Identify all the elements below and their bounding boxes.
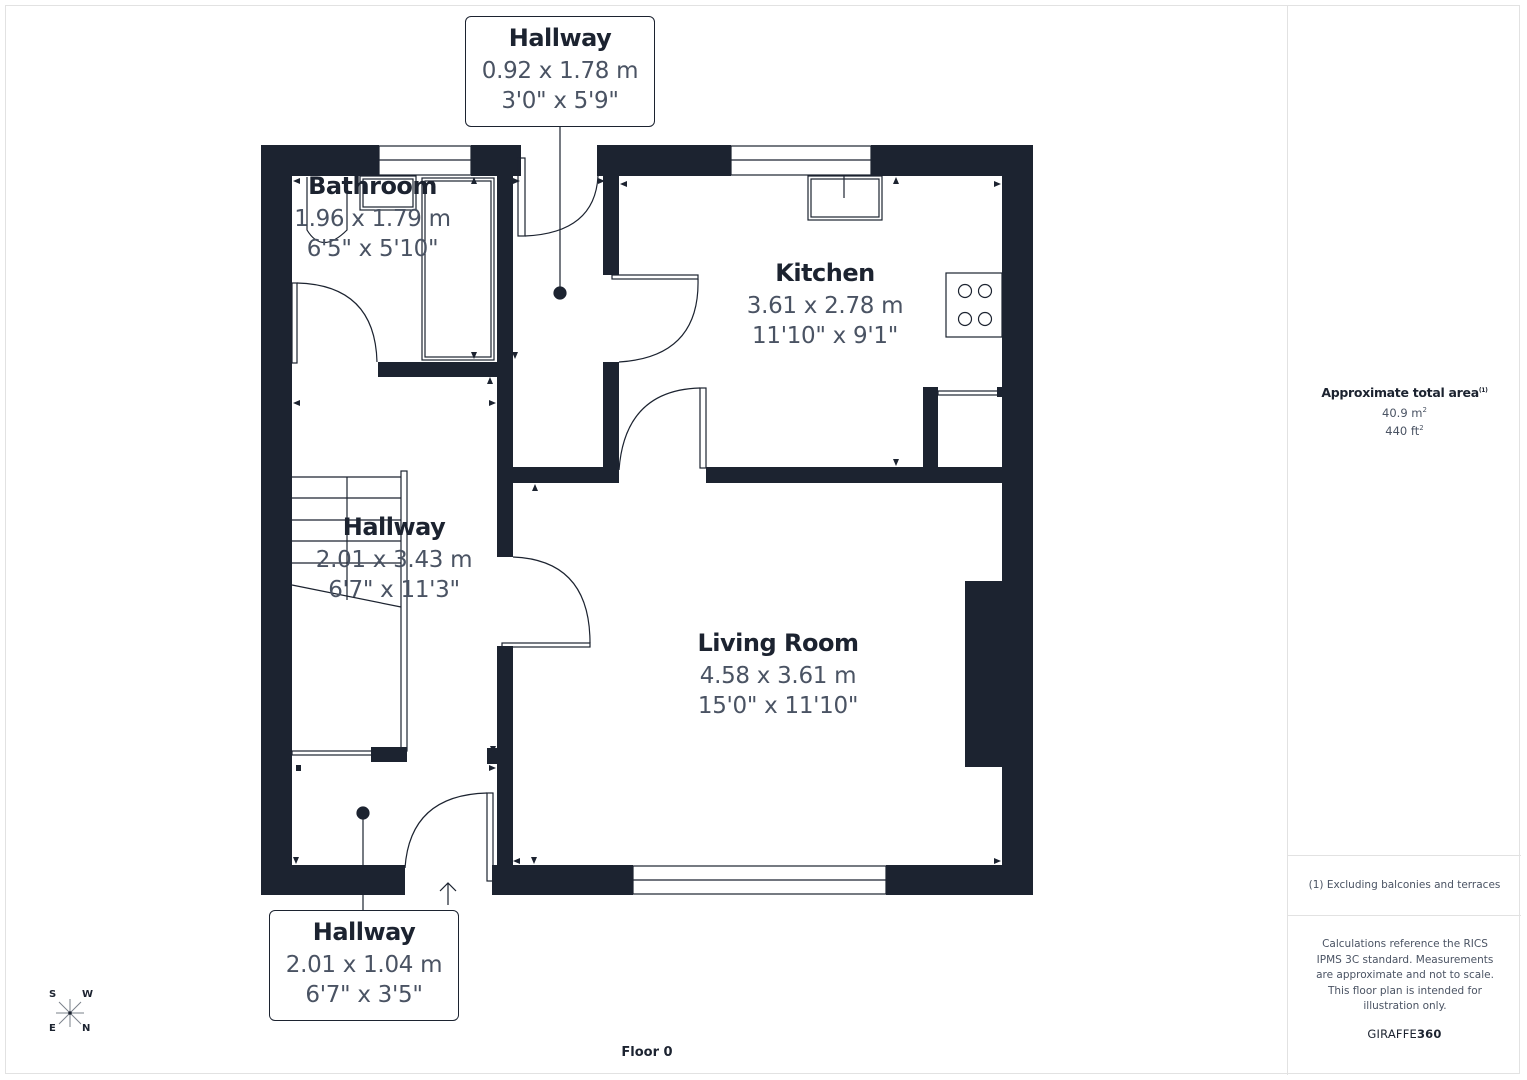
room-label-living-room: Living Room 4.58 x 3.61 m 15'0" x 11'10" <box>678 628 878 721</box>
total-area-imperial: 440 ft2 <box>1385 424 1424 438</box>
total-area-title: Approximate total area(1) <box>1321 385 1488 400</box>
total-area-metric: 40.9 m2 <box>1382 406 1427 420</box>
page-frame <box>5 5 1520 1074</box>
room-label-hallway-main: Hallway 2.01 x 3.43 m 6'7" x 11'3" <box>304 512 484 605</box>
floor-label: Floor 0 <box>621 1045 673 1060</box>
room-dimensions-imperial: 6'7" x 11'3" <box>328 577 460 603</box>
callout-leaders <box>356 126 567 910</box>
compass-label-bottom-left: E <box>49 1023 56 1034</box>
room-callout-hallway-entrance: Hallway 2.01 x 1.04 m 6'7" x 3'5" <box>269 910 459 1021</box>
room-name: Bathroom <box>308 172 437 200</box>
room-label-bathroom: Bathroom 1.96 x 1.79 m 6'5" x 5'10" <box>290 171 455 264</box>
room-label-kitchen: Kitchen 3.61 x 2.78 m 11'10" x 9'1" <box>735 258 915 351</box>
summary-panel: Approximate total area(1) 40.9 m2 440 ft… <box>1287 5 1521 1075</box>
dimension-markers <box>293 177 1001 864</box>
disclaimer-text: Calculations reference the RICS IPMS 3C … <box>1316 938 1494 1012</box>
room-dimensions-metric: 4.58 x 3.61 m <box>699 663 857 689</box>
compass-label-bottom-right: N <box>82 1023 91 1034</box>
room-dimensions-imperial: 6'7" x 3'5" <box>305 982 423 1008</box>
room-name: Living Room <box>697 629 859 657</box>
room-name: Hallway <box>508 24 612 52</box>
room-name: Kitchen <box>775 259 875 287</box>
fixtures <box>291 145 1003 905</box>
walls <box>261 145 1033 895</box>
room-dimensions-metric: 2.01 x 3.43 m <box>315 547 473 573</box>
brand-logo: GIRAFFE360 <box>1367 1027 1442 1041</box>
divider <box>1288 915 1521 916</box>
compass-label-top-left: S <box>49 989 57 1000</box>
floor-plan-drawing <box>261 126 1033 910</box>
room-name: Hallway <box>342 513 446 541</box>
compass-label-top-right: W <box>82 989 94 1000</box>
room-dimensions-imperial: 6'5" x 5'10" <box>306 236 439 262</box>
room-dimensions-imperial: 15'0" x 11'10" <box>697 693 859 719</box>
divider <box>1288 855 1521 856</box>
room-dimensions-metric: 3.61 x 2.78 m <box>746 293 904 319</box>
room-dimensions-metric: 2.01 x 1.04 m <box>285 952 443 978</box>
footnote-marker: (1) <box>1478 386 1488 394</box>
compass-rose: S W E N <box>40 985 102 1035</box>
room-dimensions-imperial: 3'0" x 5'9" <box>501 88 619 114</box>
total-area-block: Approximate total area(1) 40.9 m2 440 ft… <box>1288 385 1521 438</box>
room-dimensions-imperial: 11'10" x 9'1" <box>752 323 898 349</box>
room-dimensions-metric: 0.92 x 1.78 m <box>481 58 639 84</box>
compass-icon <box>56 999 84 1027</box>
footnote-text: (1) Excluding balconies and terraces <box>1308 879 1501 891</box>
room-callout-hallway-top: Hallway 0.92 x 1.78 m 3'0" x 5'9" <box>465 16 655 127</box>
room-dimensions-metric: 1.96 x 1.79 m <box>294 206 451 232</box>
room-name: Hallway <box>312 918 416 946</box>
